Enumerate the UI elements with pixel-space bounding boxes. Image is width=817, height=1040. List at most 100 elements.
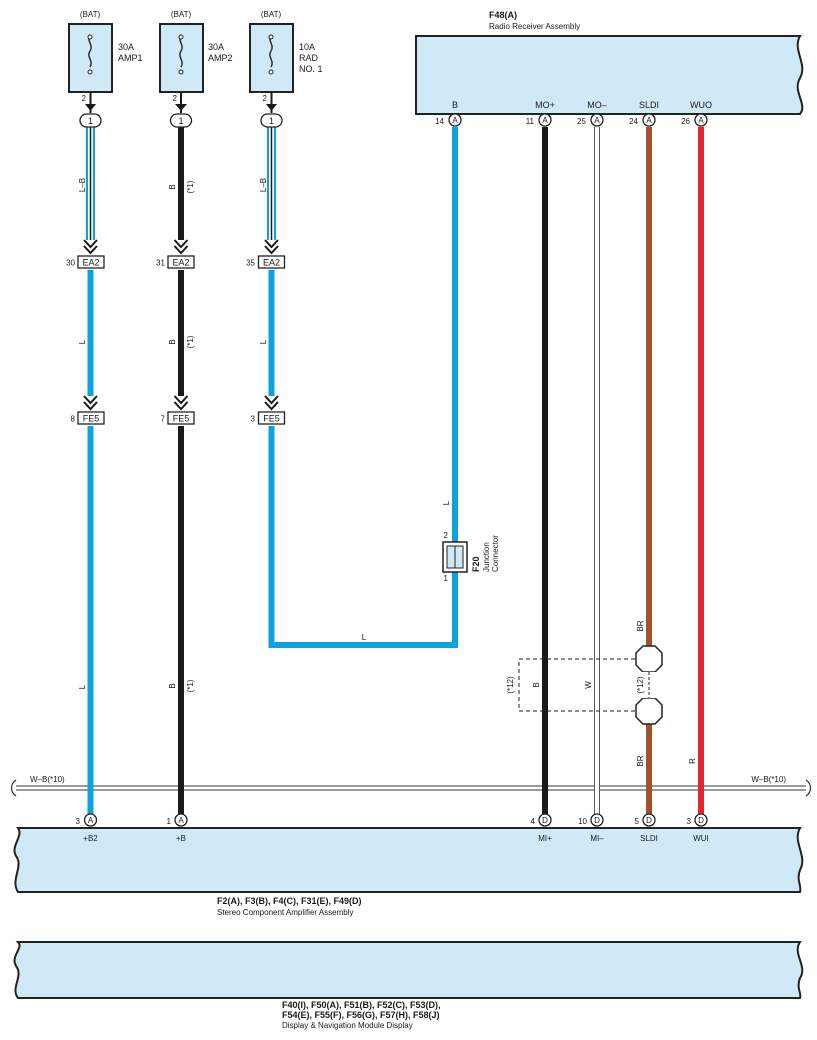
amp-pin-number: 4 xyxy=(531,817,536,826)
junction-pin-top: 2 xyxy=(444,531,449,540)
amp-pin-number: 10 xyxy=(578,817,587,826)
amplifier-pins: 3 A +B2 1 A +B 4 D MI+ 10 D MI– 5 D SLDI… xyxy=(76,813,709,843)
fuse-rad-rating: 10A xyxy=(299,42,315,52)
fuse-amp2: (BAT) 30A AMP2 xyxy=(159,10,233,93)
connector-chevron-icon xyxy=(173,395,189,411)
shield-end-icon xyxy=(10,779,17,797)
connector-ea2-box xyxy=(167,255,195,269)
radio-terminal-b: B xyxy=(452,100,458,110)
fuse-terminal-icon xyxy=(178,69,184,75)
fuse-amp2-pin: 2 xyxy=(173,94,178,103)
connector-fe5-box xyxy=(257,411,286,425)
radio-pin-number: 24 xyxy=(629,117,638,126)
connector-fe5-row: FE5 8 FE5 7 FE5 3 xyxy=(71,395,286,425)
amp-pin-conn: A xyxy=(88,816,94,825)
amp-terminal-label: +B xyxy=(176,834,186,843)
fuse-rad-no1: (BAT) 10A RAD NO. 1 xyxy=(249,10,323,93)
shield-label-right: W–B(*10) xyxy=(751,775,786,784)
fuse-amp1: (BAT) 30A AMP1 xyxy=(68,10,143,93)
connector-ea2-box xyxy=(77,255,105,269)
connector-ea2-row: EA2 30 EA2 31 EA2 35 xyxy=(66,239,286,269)
wire-label: L xyxy=(259,339,268,344)
wire-amp1-column xyxy=(86,127,95,815)
display-name: Display & Navigation Module Display xyxy=(282,1021,413,1030)
amp-pin-circle xyxy=(694,813,708,827)
fuse-terminal-icon xyxy=(87,34,93,40)
amp-pin-conn: D xyxy=(698,816,704,825)
radio-terminal-mo-minus: MO– xyxy=(587,100,607,110)
amp-pin-number: 3 xyxy=(76,817,81,826)
connector-ea2-box xyxy=(257,255,286,269)
wire-label: W xyxy=(584,681,593,689)
wire-label: (*12) xyxy=(506,676,515,694)
radio-pins: 14 A 11 A 25 A 24 A 26 A xyxy=(435,113,708,127)
radio-pin-circle xyxy=(694,113,708,127)
fuse-amp2-name: AMP2 xyxy=(208,53,233,63)
radio-pin-conn: A xyxy=(542,116,548,125)
amp-pin-number: 5 xyxy=(635,817,640,826)
connector-ea2-pin: 35 xyxy=(246,259,255,268)
junction-line1: Junction xyxy=(482,542,491,572)
connector-chevron-icon xyxy=(264,239,279,255)
display-ids-line2: F54(E), F55(F), F56(G), F57(H), F58(J) xyxy=(282,1010,440,1020)
amp-pin-circle xyxy=(590,813,604,827)
radio-receiver-name: Radio Receiver Assembly xyxy=(489,22,580,31)
radio-pin-conn: A xyxy=(646,116,652,125)
fuse-amp1-box xyxy=(68,23,113,93)
connector-octagon-icon xyxy=(635,645,663,673)
radio-terminal-mo-plus: MO+ xyxy=(535,100,555,110)
wire-label: B xyxy=(168,683,177,688)
radio-pin-number: 14 xyxy=(435,117,444,126)
connector-fe5-label: FE5 xyxy=(173,414,190,424)
radio-terminal-sldi: SLDI xyxy=(639,100,659,110)
wire-label: L xyxy=(362,633,367,642)
fuse-amp1-supply: (BAT) xyxy=(80,10,101,19)
wire-label: B xyxy=(532,682,541,687)
connector-fe5-label: FE5 xyxy=(83,414,100,424)
shield-ground-line: W–B(*10) W–B(*10) xyxy=(10,775,812,797)
fuse-rad-pin: 2 xyxy=(263,94,268,103)
amp-pin-circle xyxy=(642,813,656,827)
fuse-rad-box xyxy=(249,23,294,93)
radio-pin-circle xyxy=(590,113,604,127)
wire-label: (*1) xyxy=(186,180,195,193)
fuse-symbol-icon xyxy=(179,34,183,68)
wire-label: BR xyxy=(636,620,645,631)
amp-terminal-label: MI+ xyxy=(538,834,552,843)
wire-label: L xyxy=(78,339,87,344)
radio-pin-conn: A xyxy=(594,116,600,125)
junction-id: F20 xyxy=(471,556,481,572)
amp-pin-number: 3 xyxy=(687,817,692,826)
amp-pin-conn: D xyxy=(542,816,548,825)
amp-terminal-label: +B2 xyxy=(83,834,98,843)
amp-pin-conn: D xyxy=(646,816,652,825)
wire-rad-column xyxy=(267,127,458,648)
connector-chevron-icon xyxy=(83,239,98,255)
radio-pin-conn: A xyxy=(698,116,704,125)
fuse-terminal-icon xyxy=(268,34,274,40)
fuse-rad-name2: NO. 1 xyxy=(299,64,323,74)
fuse-amp2-box xyxy=(159,23,204,93)
fuse-terminal-icon xyxy=(268,69,274,75)
junction-pin: 1 xyxy=(88,116,93,126)
radio-pin-circle xyxy=(538,113,552,127)
junction-pin-bottom: 1 xyxy=(444,574,449,583)
radio-receiver-id: F48(A) xyxy=(489,10,517,20)
fuse-amp2-rating: 30A xyxy=(208,42,224,52)
amp-pin-number: 1 xyxy=(167,817,172,826)
wire-label-option: (*12) xyxy=(636,676,645,694)
fuse-symbol-icon xyxy=(269,34,273,68)
wire-label: (*1) xyxy=(186,335,195,348)
fuse-rad-supply: (BAT) xyxy=(261,10,282,19)
radio-pin-number: 25 xyxy=(577,117,586,126)
radio-pin-number: 11 xyxy=(526,117,535,126)
radio-receiver-assembly-box xyxy=(415,35,804,115)
fuse-amp1-pin: 2 xyxy=(82,94,87,103)
amp-terminal-label: WUI xyxy=(693,834,709,843)
connector-chevron-icon xyxy=(264,395,279,411)
amplifier-name: Stereo Component Amplifier Assembly xyxy=(217,908,354,917)
connector-fe5-pin: 3 xyxy=(251,415,256,424)
connector-ea2-pin: 31 xyxy=(156,259,165,268)
junction-oval xyxy=(169,113,193,128)
wire-label: R xyxy=(688,758,697,764)
